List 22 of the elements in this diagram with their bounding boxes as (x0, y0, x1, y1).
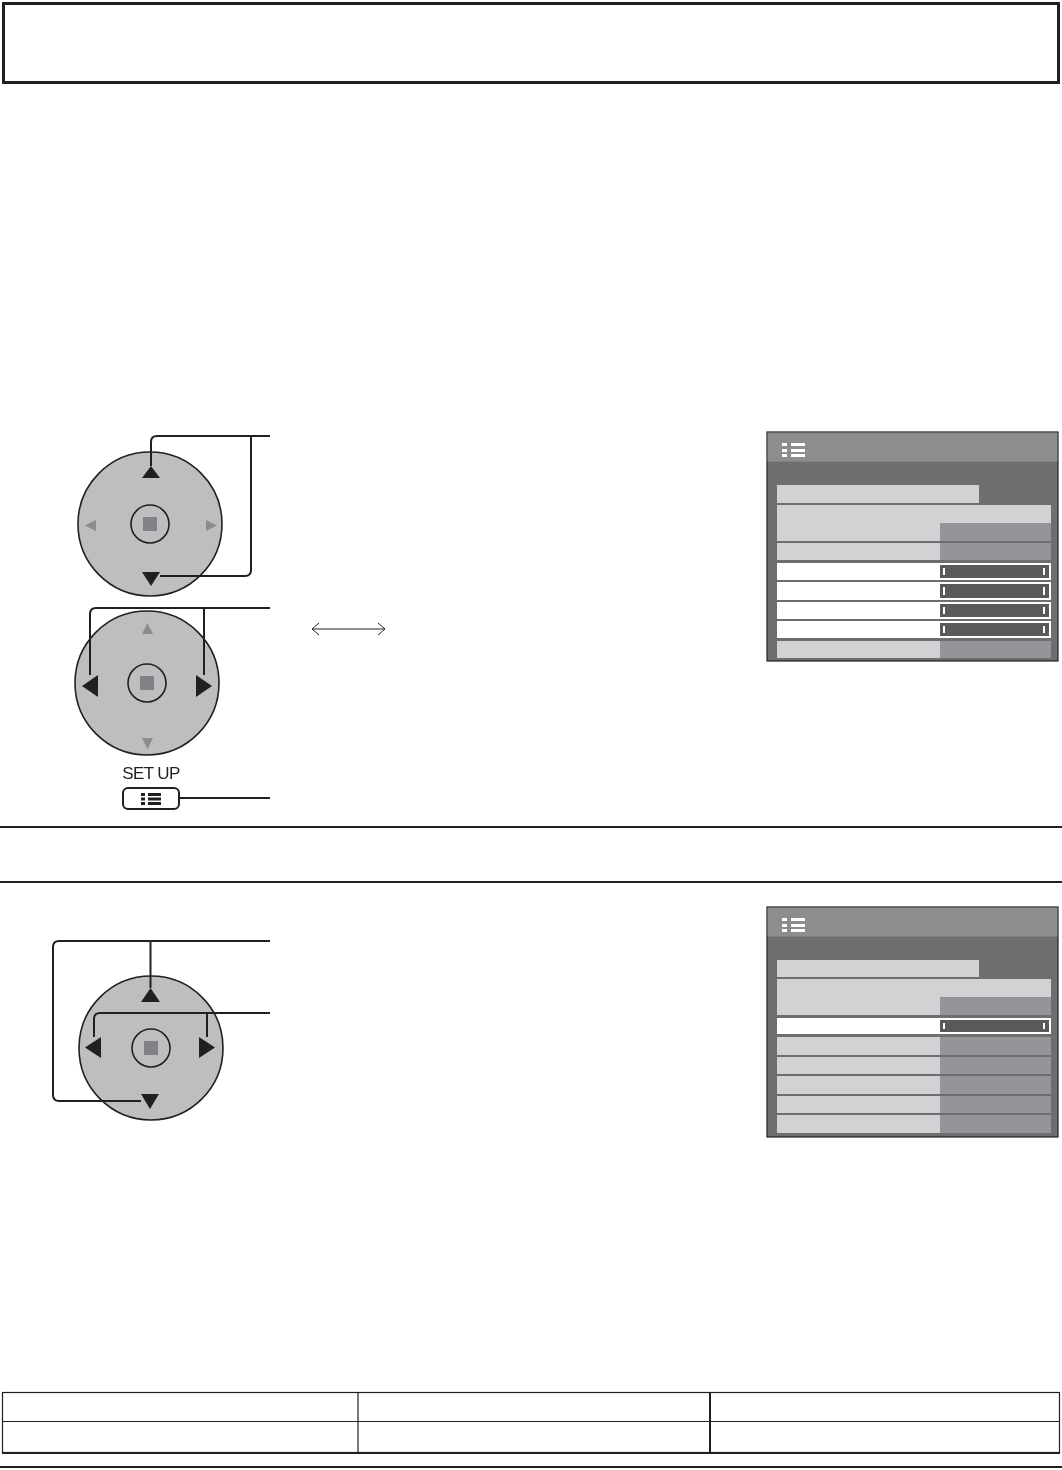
right-arrow-icon (199, 1037, 215, 1058)
up-arrow-icon (142, 466, 160, 478)
up-arrow-icon (141, 988, 160, 1002)
leader-line (203, 607, 205, 676)
leader-line (203, 607, 271, 609)
leader-line (52, 940, 152, 1102)
leader-line (159, 435, 252, 577)
down-arrow-icon (142, 572, 160, 586)
leader-line (206, 1012, 271, 1014)
left-arrow-icon (82, 675, 98, 697)
right-arrow-icon (196, 675, 212, 697)
down-arrow-icon (141, 1094, 159, 1109)
leader-line (89, 607, 205, 676)
leader-line (179, 797, 271, 799)
leader-line (93, 1012, 208, 1038)
leader-line (250, 435, 271, 437)
leader-line (149, 940, 152, 989)
leader-line (206, 1012, 208, 1038)
left-arrow-icon (85, 1037, 101, 1058)
leader-line (150, 435, 252, 467)
leader-line (149, 940, 271, 942)
button-label: SET UP (122, 765, 180, 783)
